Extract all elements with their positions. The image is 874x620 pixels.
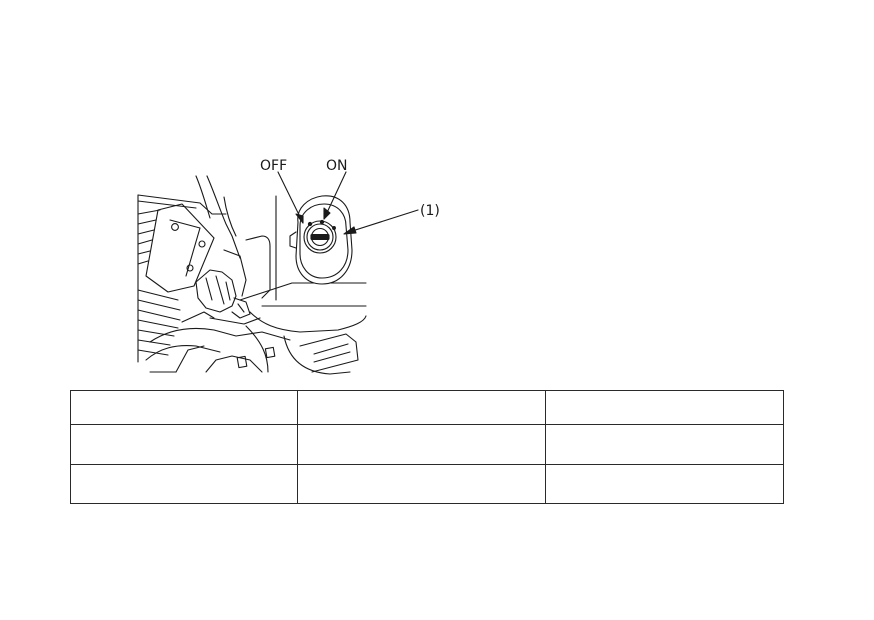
side-cover-line-art [239, 195, 367, 375]
table-row [70, 390, 784, 425]
table-cell [297, 464, 546, 504]
callout-label: (1) [420, 203, 440, 219]
table-cell [70, 390, 298, 425]
spec-table [70, 390, 784, 504]
off-position-label: OFF [260, 158, 287, 174]
table-cell [545, 390, 784, 425]
table-cell [297, 424, 546, 465]
ignition-switch-illustration: OFF ON (1) [137, 158, 440, 375]
on-position-label: ON [326, 158, 348, 174]
table-cell [297, 390, 546, 425]
table-row [70, 424, 784, 465]
table-cell [545, 424, 784, 465]
table-row [70, 464, 784, 504]
leader-lines [277, 171, 419, 235]
engine-line-art [137, 175, 291, 373]
ignition-switch [289, 195, 353, 285]
table-cell [70, 424, 298, 465]
table-cell [545, 464, 784, 504]
table-cell [70, 464, 298, 504]
